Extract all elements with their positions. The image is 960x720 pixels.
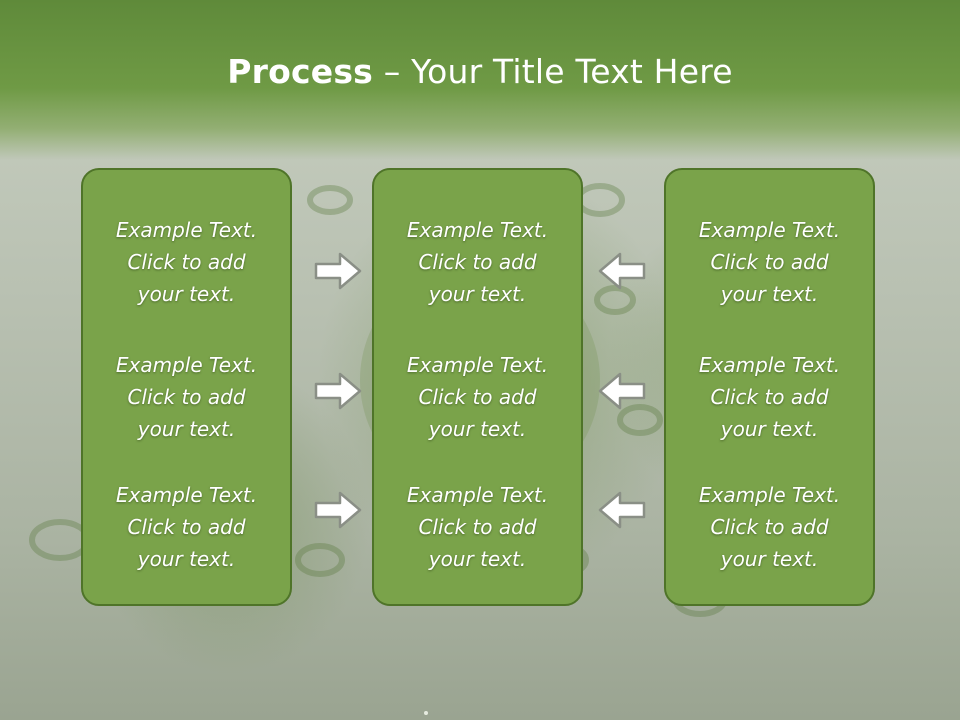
- text-line: your text.: [428, 282, 527, 306]
- text-line: Click to add: [127, 515, 246, 539]
- text-line: your text.: [137, 282, 236, 306]
- arrow-right-icon: [314, 491, 362, 529]
- text-line: Click to add: [418, 385, 537, 409]
- slide-title[interactable]: Process – Your Title Text Here: [0, 52, 960, 91]
- text-line: your text.: [137, 417, 236, 441]
- arrow-left-icon: [598, 252, 646, 290]
- header-band: [0, 0, 960, 160]
- text-line: your text.: [137, 547, 236, 571]
- text-block[interactable]: Example Text. Click to add your text.: [666, 214, 873, 310]
- arrow-right-icon: [314, 252, 362, 290]
- text-line: Example Text.: [115, 218, 258, 242]
- text-line: Click to add: [710, 250, 829, 274]
- text-line: Click to add: [710, 515, 829, 539]
- text-block[interactable]: Example Text. Click to add your text.: [83, 479, 290, 575]
- text-line: Example Text.: [698, 483, 841, 507]
- arrow-left-icon: [598, 372, 646, 410]
- text-line: Example Text.: [406, 353, 549, 377]
- text-line: your text.: [720, 417, 819, 441]
- text-line: your text.: [428, 547, 527, 571]
- footer-dot: [424, 711, 428, 715]
- text-block[interactable]: Example Text. Click to add your text.: [83, 214, 290, 310]
- text-line: Click to add: [418, 250, 537, 274]
- text-line: Example Text.: [406, 218, 549, 242]
- process-box-middle[interactable]: Example Text. Click to add your text. Ex…: [372, 168, 583, 606]
- text-block[interactable]: Example Text. Click to add your text.: [374, 349, 581, 445]
- text-line: your text.: [720, 547, 819, 571]
- text-block[interactable]: Example Text. Click to add your text.: [374, 214, 581, 310]
- text-line: your text.: [428, 417, 527, 441]
- text-line: your text.: [720, 282, 819, 306]
- text-block[interactable]: Example Text. Click to add your text.: [666, 479, 873, 575]
- text-line: Example Text.: [115, 353, 258, 377]
- process-box-right[interactable]: Example Text. Click to add your text. Ex…: [664, 168, 875, 606]
- text-line: Click to add: [127, 385, 246, 409]
- text-line: Click to add: [418, 515, 537, 539]
- text-line: Click to add: [127, 250, 246, 274]
- arrow-right-icon: [314, 372, 362, 410]
- text-block[interactable]: Example Text. Click to add your text.: [83, 349, 290, 445]
- text-line: Example Text.: [406, 483, 549, 507]
- title-rest-part: – Your Title Text Here: [373, 52, 733, 91]
- text-line: Click to add: [710, 385, 829, 409]
- text-line: Example Text.: [698, 353, 841, 377]
- title-bold-part: Process: [227, 52, 374, 91]
- text-line: Example Text.: [115, 483, 258, 507]
- process-box-left[interactable]: Example Text. Click to add your text. Ex…: [81, 168, 292, 606]
- arrow-left-icon: [598, 491, 646, 529]
- text-block[interactable]: Example Text. Click to add your text.: [666, 349, 873, 445]
- text-line: Example Text.: [698, 218, 841, 242]
- text-block[interactable]: Example Text. Click to add your text.: [374, 479, 581, 575]
